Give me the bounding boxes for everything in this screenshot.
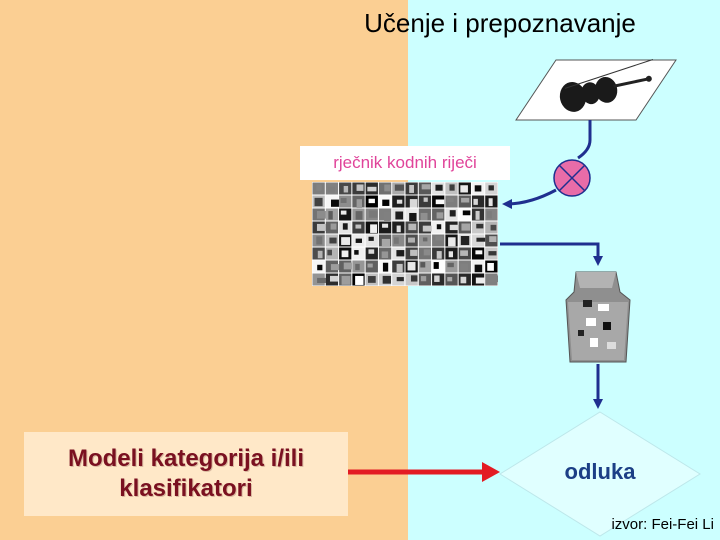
- bag-of-words-icon: [566, 272, 630, 362]
- violin-image-icon: [516, 60, 676, 120]
- match-circle-icon: [554, 160, 590, 196]
- source-credit: izvor: Fei-Fei Li: [611, 516, 714, 533]
- match-to-codebook-arrow: [506, 190, 556, 204]
- codebook-to-bag-arrow: [500, 244, 598, 262]
- decision-label: odluka: [540, 459, 660, 485]
- violin-to-match-line: [578, 120, 590, 158]
- models-to-decision-arrow: [348, 462, 500, 482]
